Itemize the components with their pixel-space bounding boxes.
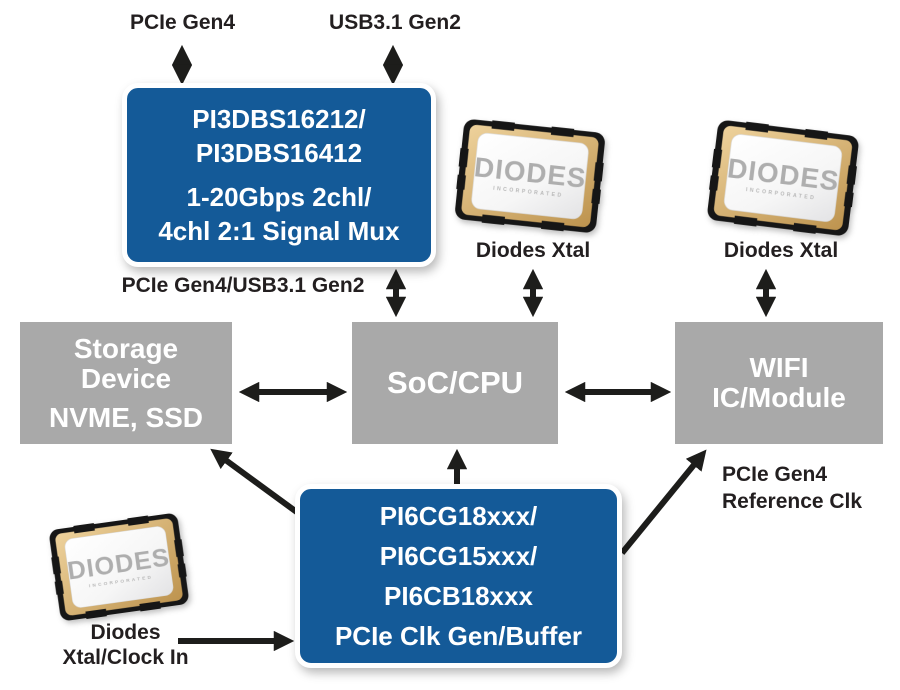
label-xtal-clockin: Diodes Xtal/Clock In (43, 620, 208, 670)
storage-device-box: Storage Device NVME, SSD (20, 322, 232, 444)
label-xtal-right: Diodes Xtal (723, 239, 839, 262)
label-pcie-ref-line1: PCIe Gen4 (722, 463, 828, 486)
label-xtal-left: Diodes Xtal (475, 239, 591, 262)
storage-line-2: Device (80, 362, 172, 394)
signal-mux-line-3: 1-20Gbps 2chl/ (186, 182, 372, 212)
label-usb31-gen2-top: USB3.1 Gen2 (329, 11, 461, 34)
wifi-line-1: WIFI (749, 352, 809, 383)
arrow-clkgen-to-wifi (619, 449, 707, 555)
label-xtal-clockin-line1: Diodes (90, 621, 161, 644)
label-pcie-ref-clk: PCIe Gen4 Reference Clk (722, 461, 862, 515)
label-pcie-ref-line2: Reference Clk (722, 490, 863, 513)
signal-mux-box: PI3DBS16212/ PI3DBS16412 1-20Gbps 2chl/ … (122, 83, 436, 267)
label-pcie-gen4-top: PCIe Gen4 (129, 11, 236, 34)
wifi-line-2: IC/Module (712, 382, 846, 413)
clk-gen-line-2: PI6CG15xxx/ (379, 541, 538, 571)
clk-gen-line-1: PI6CG18xxx/ (379, 501, 538, 531)
signal-mux-line-4: 4chl 2:1 Signal Mux (158, 216, 400, 246)
storage-line-3: NVME, SSD (48, 401, 204, 433)
storage-line-1: Storage (73, 332, 179, 364)
wifi-module-box: WIFI IC/Module (675, 322, 883, 444)
signal-mux-line-2: PI3DBS16412 (195, 138, 363, 168)
clk-gen-line-4: PCIe Clk Gen/Buffer (334, 621, 583, 651)
label-pcie-usb-below-mux: PCIe Gen4/USB3.1 Gen2 (121, 274, 365, 297)
clk-gen-box: PI6CG18xxx/ PI6CG15xxx/ PI6CB18xxx PCIe … (295, 484, 622, 668)
diodes-xtal-image-bottom: DIODES INCORPORATED (49, 513, 189, 621)
soc-cpu-box: SoC/CPU (352, 322, 558, 444)
label-xtal-clockin-line2: Xtal/Clock In (62, 646, 189, 669)
diodes-xtal-image-left: DIODES INCORPORATED (455, 119, 605, 233)
soc-cpu-label: SoC/CPU (386, 365, 524, 400)
xtal-lid (471, 132, 589, 220)
clk-gen-line-3: PI6CB18xxx (384, 581, 533, 611)
signal-mux-line-1: PI3DBS16212/ (192, 104, 366, 134)
diodes-xtal-image-right: DIODES INCORPORATED (707, 120, 859, 236)
arrow-clkgen-to-storage (210, 448, 300, 516)
